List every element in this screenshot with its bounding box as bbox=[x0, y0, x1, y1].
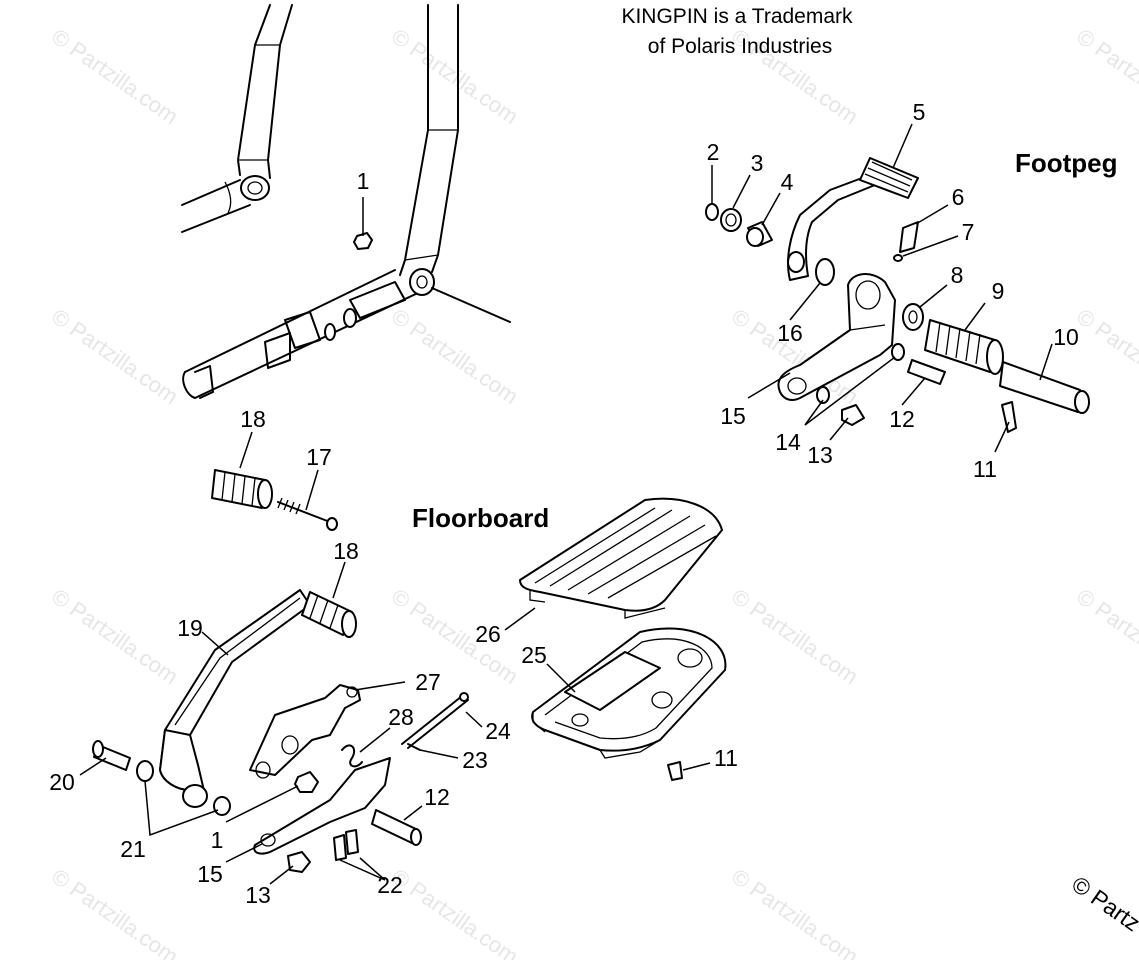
callout-26: 26 bbox=[475, 621, 501, 647]
callout-8: 8 bbox=[951, 262, 964, 288]
callout-13: 13 bbox=[245, 882, 271, 908]
callout-19: 19 bbox=[177, 615, 203, 641]
watermark: © Partzilla.com bbox=[387, 864, 523, 960]
brake-pedal-assembly bbox=[92, 469, 469, 873]
callout-15: 15 bbox=[720, 403, 746, 429]
callout-6: 6 bbox=[952, 184, 965, 210]
callout-22: 22 bbox=[377, 872, 403, 898]
callout-1: 1 bbox=[357, 168, 370, 194]
callout-13: 13 bbox=[807, 442, 833, 468]
watermark: © Partzilla.com bbox=[727, 584, 863, 690]
callout-12: 12 bbox=[424, 784, 450, 810]
callout-23: 23 bbox=[462, 747, 488, 773]
floorboard-title: Floorboard bbox=[412, 503, 549, 533]
callout-24: 24 bbox=[485, 718, 511, 744]
frame-assembly bbox=[181, 4, 511, 399]
watermark: © Partzilla.com bbox=[47, 584, 183, 690]
callout-17: 17 bbox=[306, 444, 332, 470]
watermark: © Partzilla.com bbox=[47, 24, 183, 130]
watermark: © Partzilla.com bbox=[727, 864, 863, 960]
callout-10: 10 bbox=[1053, 324, 1079, 350]
callout-21: 21 bbox=[120, 836, 146, 862]
watermark: © Partzilla.com bbox=[47, 304, 183, 410]
callout-11: 11 bbox=[714, 745, 738, 771]
callout-5: 5 bbox=[913, 99, 926, 125]
watermark: © Partzilla.com bbox=[1072, 24, 1139, 130]
callout-1: 1 bbox=[211, 827, 224, 853]
callout-27: 27 bbox=[415, 669, 441, 695]
corner-copyright: © Partz bbox=[1067, 871, 1139, 936]
callout-2: 2 bbox=[707, 139, 720, 165]
callout-18: 18 bbox=[333, 538, 359, 564]
trademark-note-line-2: of Polaris Industries bbox=[648, 35, 832, 58]
watermark: © Partzilla.com bbox=[47, 864, 183, 960]
watermark: © Partzilla.com bbox=[387, 584, 523, 690]
watermark: © Partzilla.com bbox=[387, 24, 523, 130]
callout-20: 20 bbox=[49, 769, 75, 795]
floorboard-assembly bbox=[519, 497, 727, 781]
footpeg-title: Footpeg bbox=[1015, 148, 1118, 178]
callout-12: 12 bbox=[889, 406, 915, 432]
callout-9: 9 bbox=[992, 278, 1005, 304]
watermark: © Partzilla.com bbox=[1072, 584, 1139, 690]
footpeg-assembly bbox=[705, 157, 1090, 433]
watermark-layer: © Partzilla.com © Partzilla.com © Partzi… bbox=[47, 24, 1139, 960]
callout-15: 15 bbox=[197, 861, 223, 887]
callout-11: 11 bbox=[973, 456, 997, 482]
callout-4: 4 bbox=[781, 169, 794, 195]
callout-16: 16 bbox=[777, 320, 803, 346]
callout-3: 3 bbox=[751, 150, 764, 176]
callout-14: 14 bbox=[775, 429, 801, 455]
callout-18: 18 bbox=[240, 406, 266, 432]
callout-28: 28 bbox=[388, 704, 414, 730]
callout-25: 25 bbox=[521, 642, 547, 668]
leader-lines bbox=[79, 123, 1053, 885]
callout-labels: 1 2 3 4 5 6 7 8 9 10 16 15 14 13 12 11 1… bbox=[49, 99, 1079, 908]
callout-7: 7 bbox=[962, 219, 975, 245]
trademark-note-line-1: KINGPIN is a Trademark bbox=[621, 5, 853, 28]
